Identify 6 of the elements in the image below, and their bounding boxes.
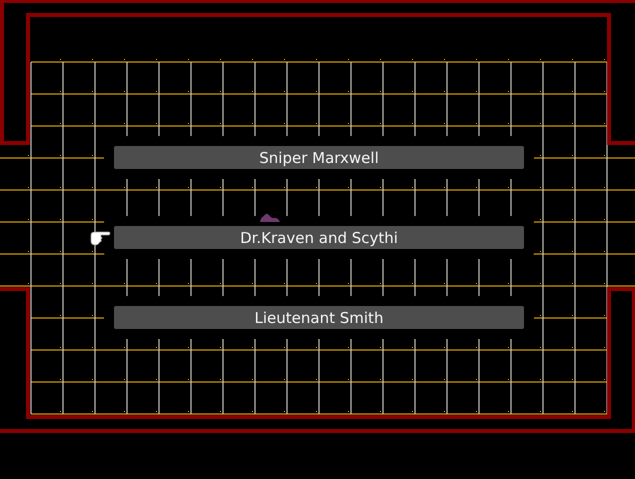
option-label: Lieutenant Smith [254,308,384,326]
option-label: Sniper Marxwell [259,148,379,166]
menu-option-bar [114,226,524,249]
option-label: Dr.Kraven and Scythi [240,228,398,246]
menu-option-bar [114,306,524,329]
menu-option-bar [114,146,524,169]
